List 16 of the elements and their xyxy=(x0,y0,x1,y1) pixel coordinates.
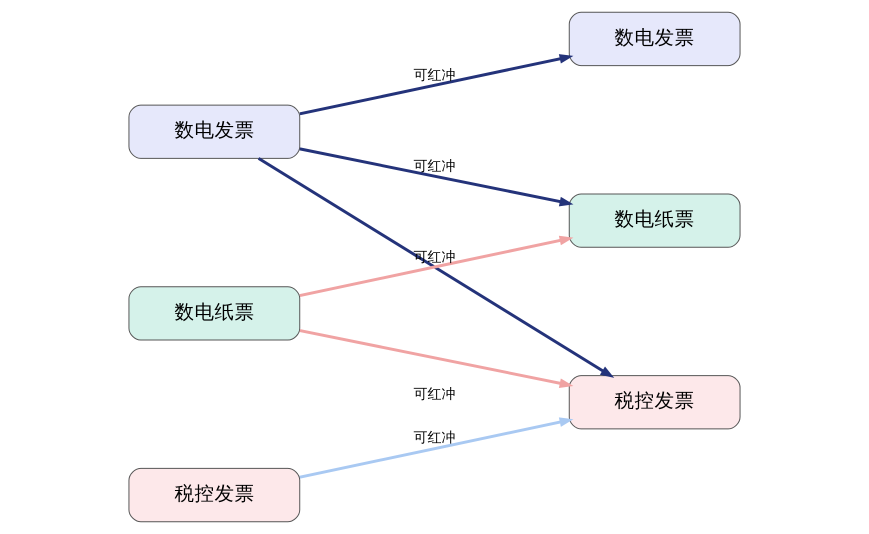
arrow xyxy=(300,54,574,116)
node-box: 数电纸票 xyxy=(568,193,741,248)
node-box: 税控发票 xyxy=(128,468,300,522)
arrow xyxy=(300,236,574,297)
arrow xyxy=(300,329,574,388)
node-box: 数电发票 xyxy=(128,104,300,159)
edge-label: 可红冲 xyxy=(414,430,456,446)
node-box: 税控发票 xyxy=(568,375,741,430)
arrow xyxy=(300,417,574,479)
edge-label: 可红冲 xyxy=(414,158,456,174)
arrow xyxy=(258,157,614,378)
edge-label: 可红冲 xyxy=(414,386,456,402)
node-box: 数电发票 xyxy=(568,12,741,66)
arrow xyxy=(300,147,574,206)
node-box: 数电纸票 xyxy=(128,286,300,341)
edge-label: 可红冲 xyxy=(414,68,456,84)
